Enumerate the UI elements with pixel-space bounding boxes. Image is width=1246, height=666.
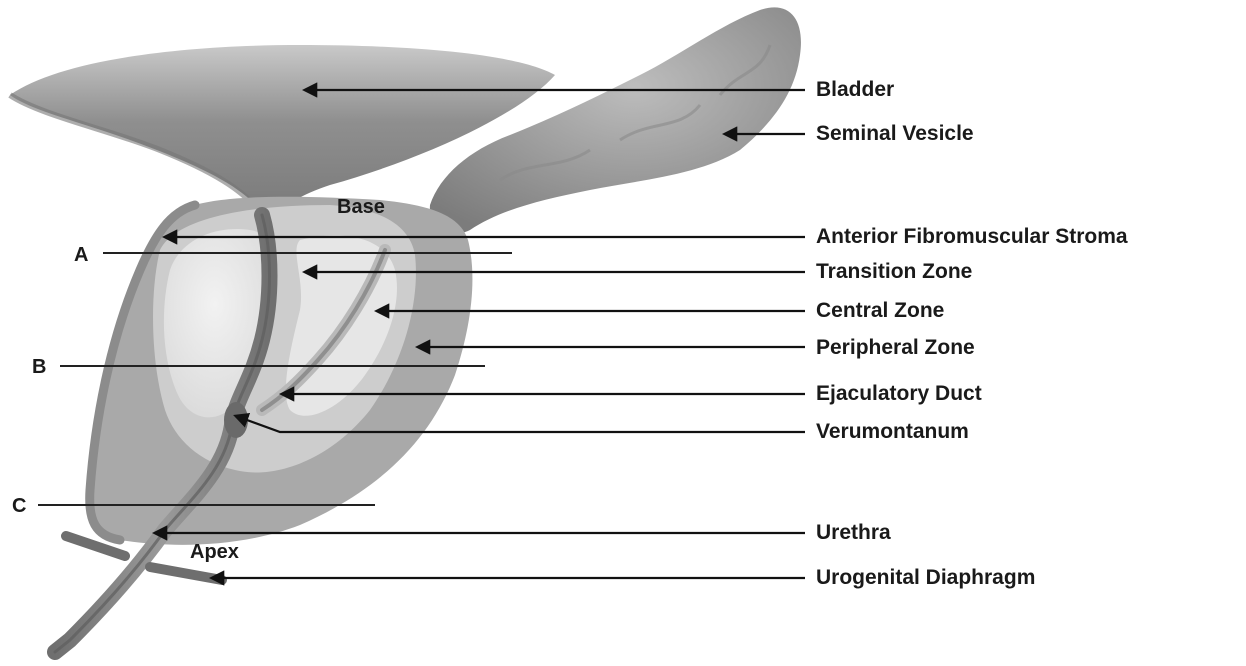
label-peripheral-zone: Peripheral Zone: [816, 336, 975, 360]
label-bladder: Bladder: [816, 78, 894, 102]
section-label-b: B: [32, 355, 46, 379]
label-seminal-vesicle: Seminal Vesicle: [816, 122, 974, 146]
section-label-c: C: [12, 494, 26, 518]
label-urethra: Urethra: [816, 521, 891, 545]
label-central-zone: Central Zone: [816, 299, 944, 323]
section-label-a: A: [74, 243, 88, 267]
label-base: Base: [337, 195, 385, 219]
label-verumontanum: Verumontanum: [816, 420, 969, 444]
label-urogenital-diaphragm: Urogenital Diaphragm: [816, 566, 1035, 590]
label-apex: Apex: [190, 540, 239, 564]
label-ejaculatory-duct: Ejaculatory Duct: [816, 382, 982, 406]
urogenital-diaphragm-right: [150, 567, 222, 580]
label-anterior-fibromuscular-stroma: Anterior Fibromuscular Stroma: [816, 225, 1128, 249]
label-transition-zone: Transition Zone: [816, 260, 972, 284]
